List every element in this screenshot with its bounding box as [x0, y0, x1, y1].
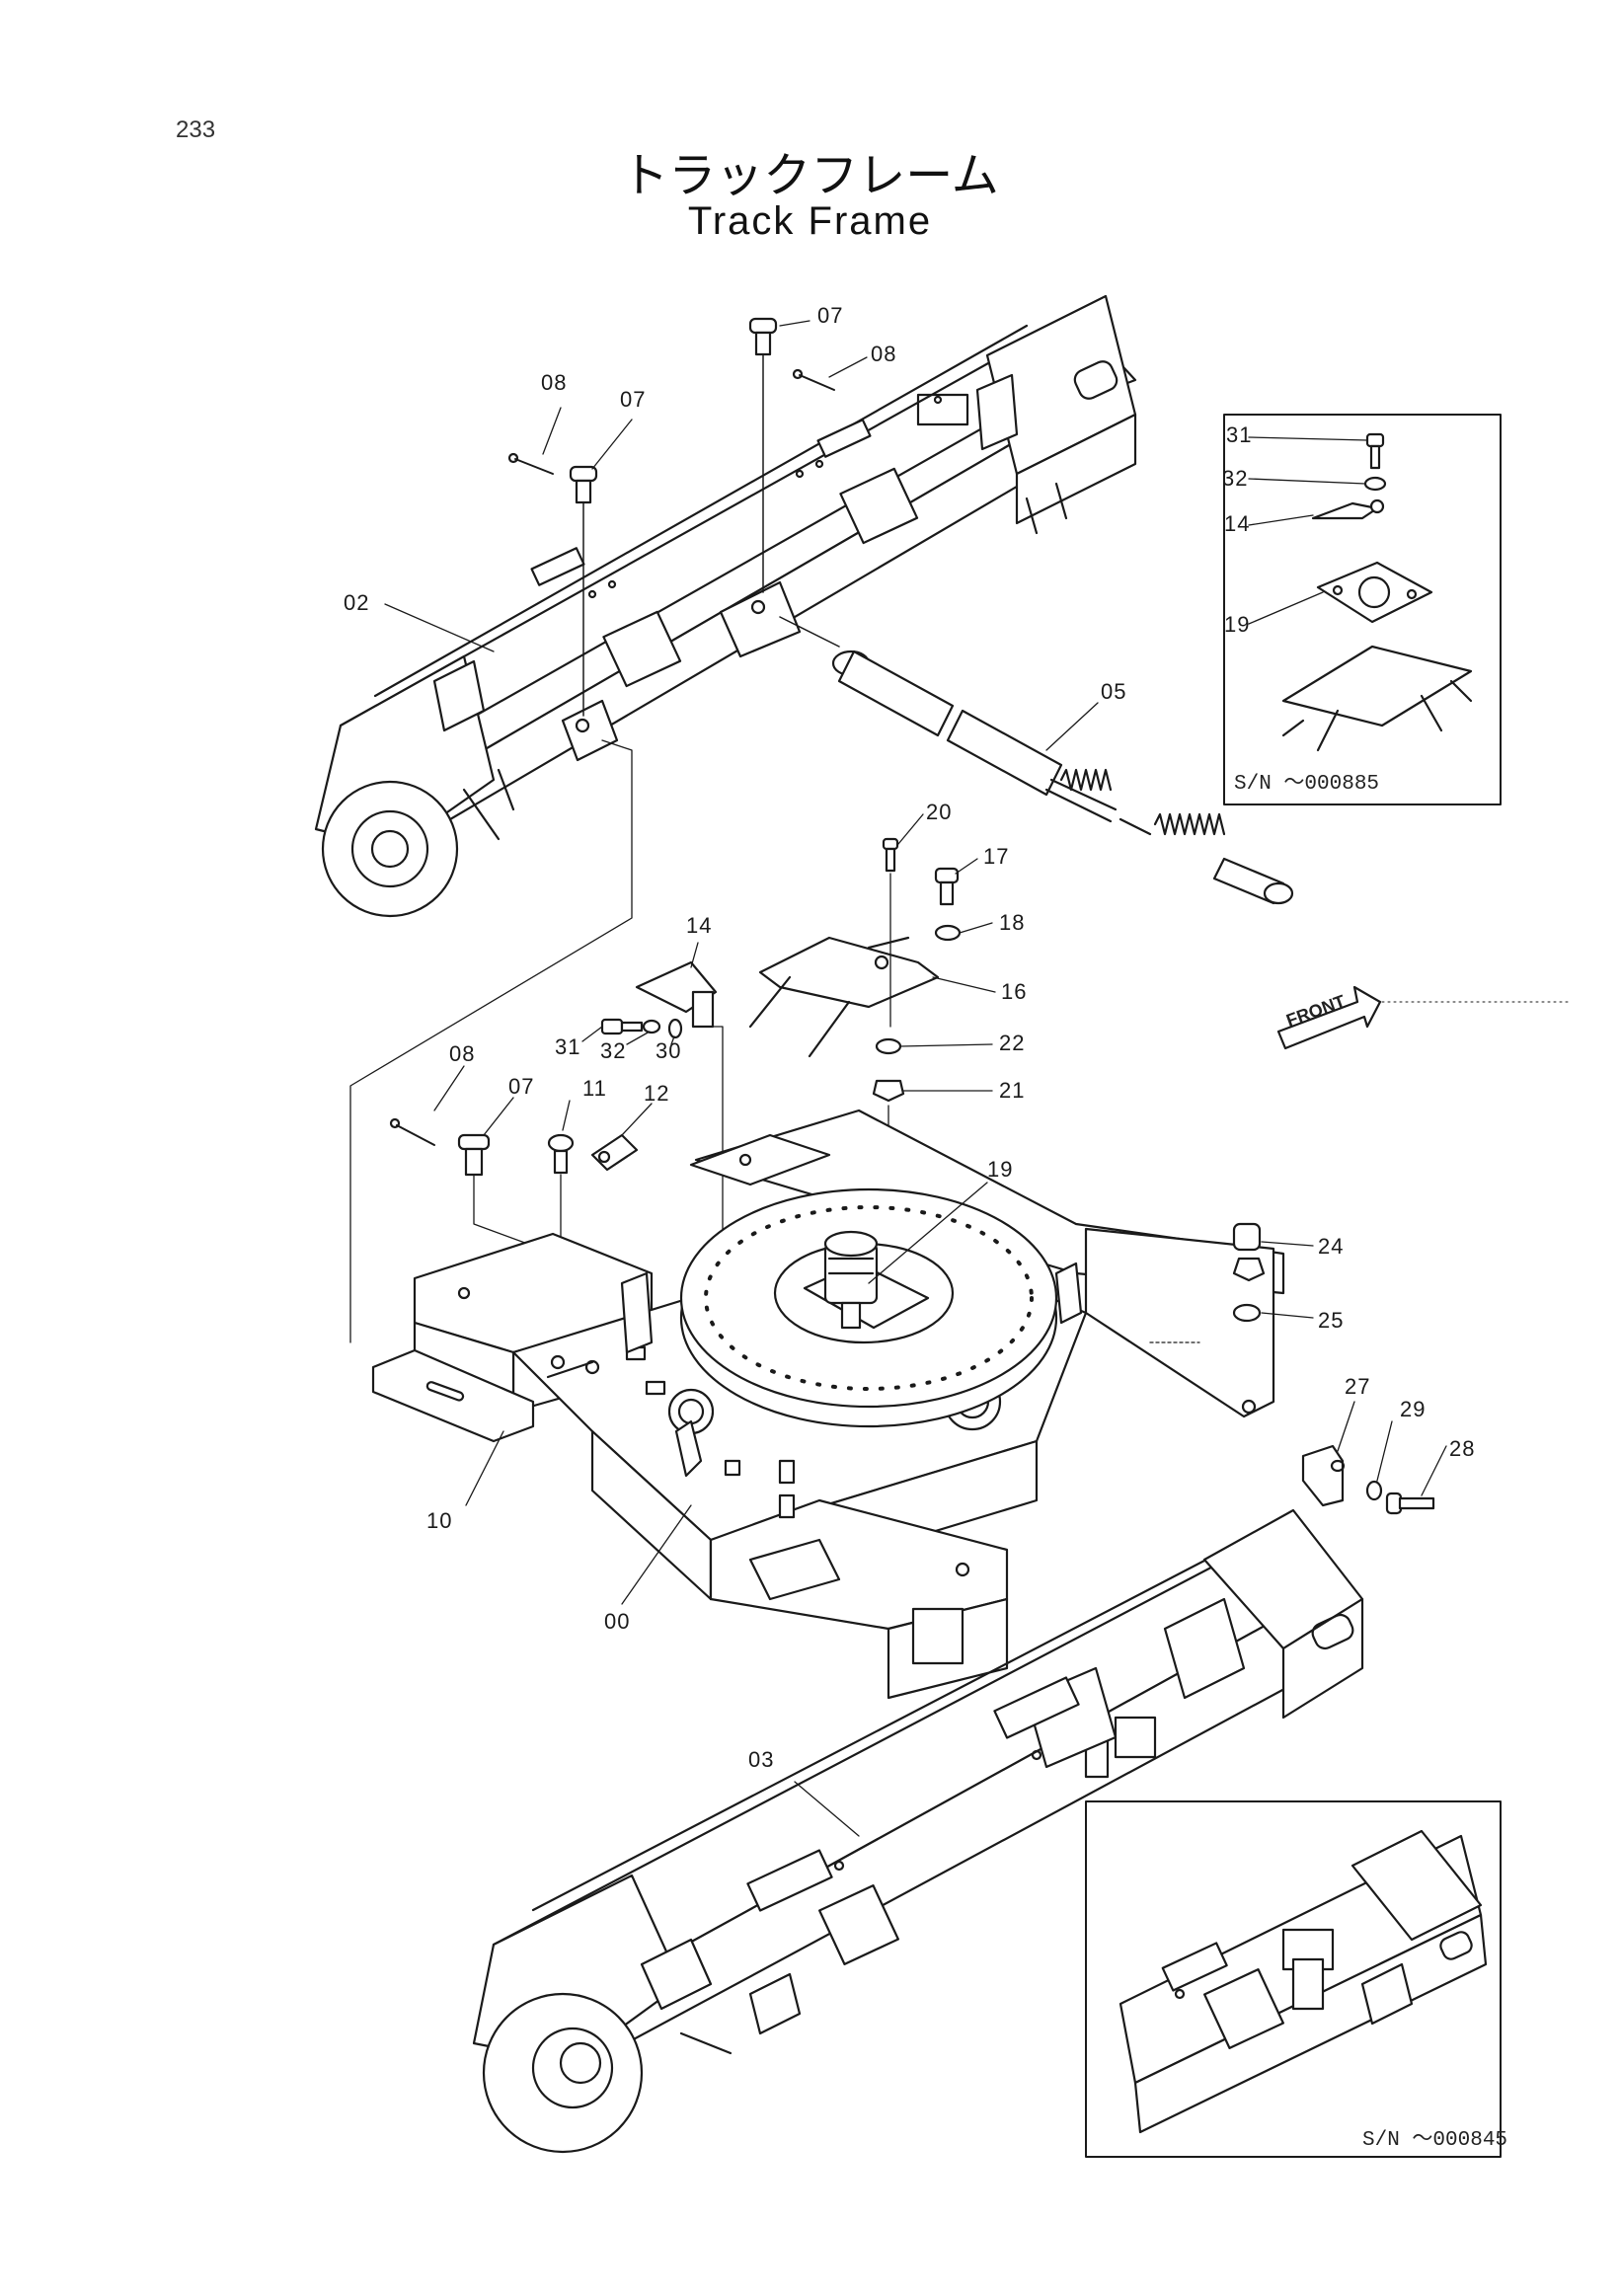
- center-frame: [371, 1109, 1435, 1700]
- callout-12: 12: [644, 1081, 670, 1106]
- callout-07: 07: [817, 303, 844, 328]
- callout-31: 31: [1226, 422, 1253, 447]
- front-arrow: [1276, 985, 1571, 1050]
- callout-27: 27: [1345, 1374, 1371, 1399]
- leader-lines: [384, 320, 1447, 1837]
- callout-25: 25: [1318, 1308, 1345, 1333]
- track-adjuster-cylinder: [779, 616, 1294, 905]
- callout-11: 11: [582, 1076, 607, 1101]
- callout-14: 14: [1224, 511, 1251, 536]
- inset-serial-upper: S/N ～000885: [1234, 773, 1380, 796]
- callout-18: 18: [999, 910, 1026, 935]
- callout-08: 08: [449, 1041, 476, 1066]
- callout-16: 16: [1001, 979, 1028, 1004]
- lower-track-frame: [472, 1508, 1364, 2154]
- callout-21: 21: [999, 1078, 1026, 1103]
- upper-inset-box: [1223, 414, 1502, 805]
- callout-32: 32: [600, 1038, 627, 1063]
- callout-05: 05: [1101, 679, 1127, 704]
- title-japanese: トラックフレーム: [621, 148, 999, 203]
- callout-10: 10: [426, 1508, 453, 1533]
- callout-19: 19: [1224, 612, 1251, 637]
- page-number: 233: [176, 116, 216, 143]
- callout-24: 24: [1318, 1234, 1345, 1259]
- callout-08: 08: [541, 370, 568, 395]
- callout-32: 32: [1222, 466, 1249, 491]
- callout-07: 07: [620, 387, 647, 412]
- lower-inset-box: [1085, 1800, 1502, 2158]
- callout-03: 03: [748, 1747, 775, 1772]
- callout-02: 02: [344, 590, 370, 615]
- upper-track-frame: [314, 294, 1137, 918]
- callout-30: 30: [656, 1038, 682, 1063]
- callout-31: 31: [555, 1034, 581, 1059]
- callout-29: 29: [1400, 1397, 1427, 1421]
- callout-14: 14: [686, 913, 713, 938]
- callout-19: 19: [987, 1157, 1014, 1182]
- inset-serial-lower: S/N ～000845: [1362, 2129, 1508, 2152]
- callout-20: 20: [926, 800, 953, 824]
- callout-28: 28: [1449, 1436, 1476, 1461]
- swing-bracket-parts: [600, 837, 962, 1255]
- callout-17: 17: [983, 844, 1010, 869]
- callout-00: 00: [604, 1609, 631, 1634]
- lower-pins: [389, 1117, 639, 1334]
- title-english: Track Frame: [687, 199, 933, 243]
- callout-08: 08: [871, 342, 897, 366]
- upper-pins: [507, 317, 835, 717]
- callout-22: 22: [999, 1031, 1026, 1055]
- callout-07: 07: [508, 1074, 535, 1099]
